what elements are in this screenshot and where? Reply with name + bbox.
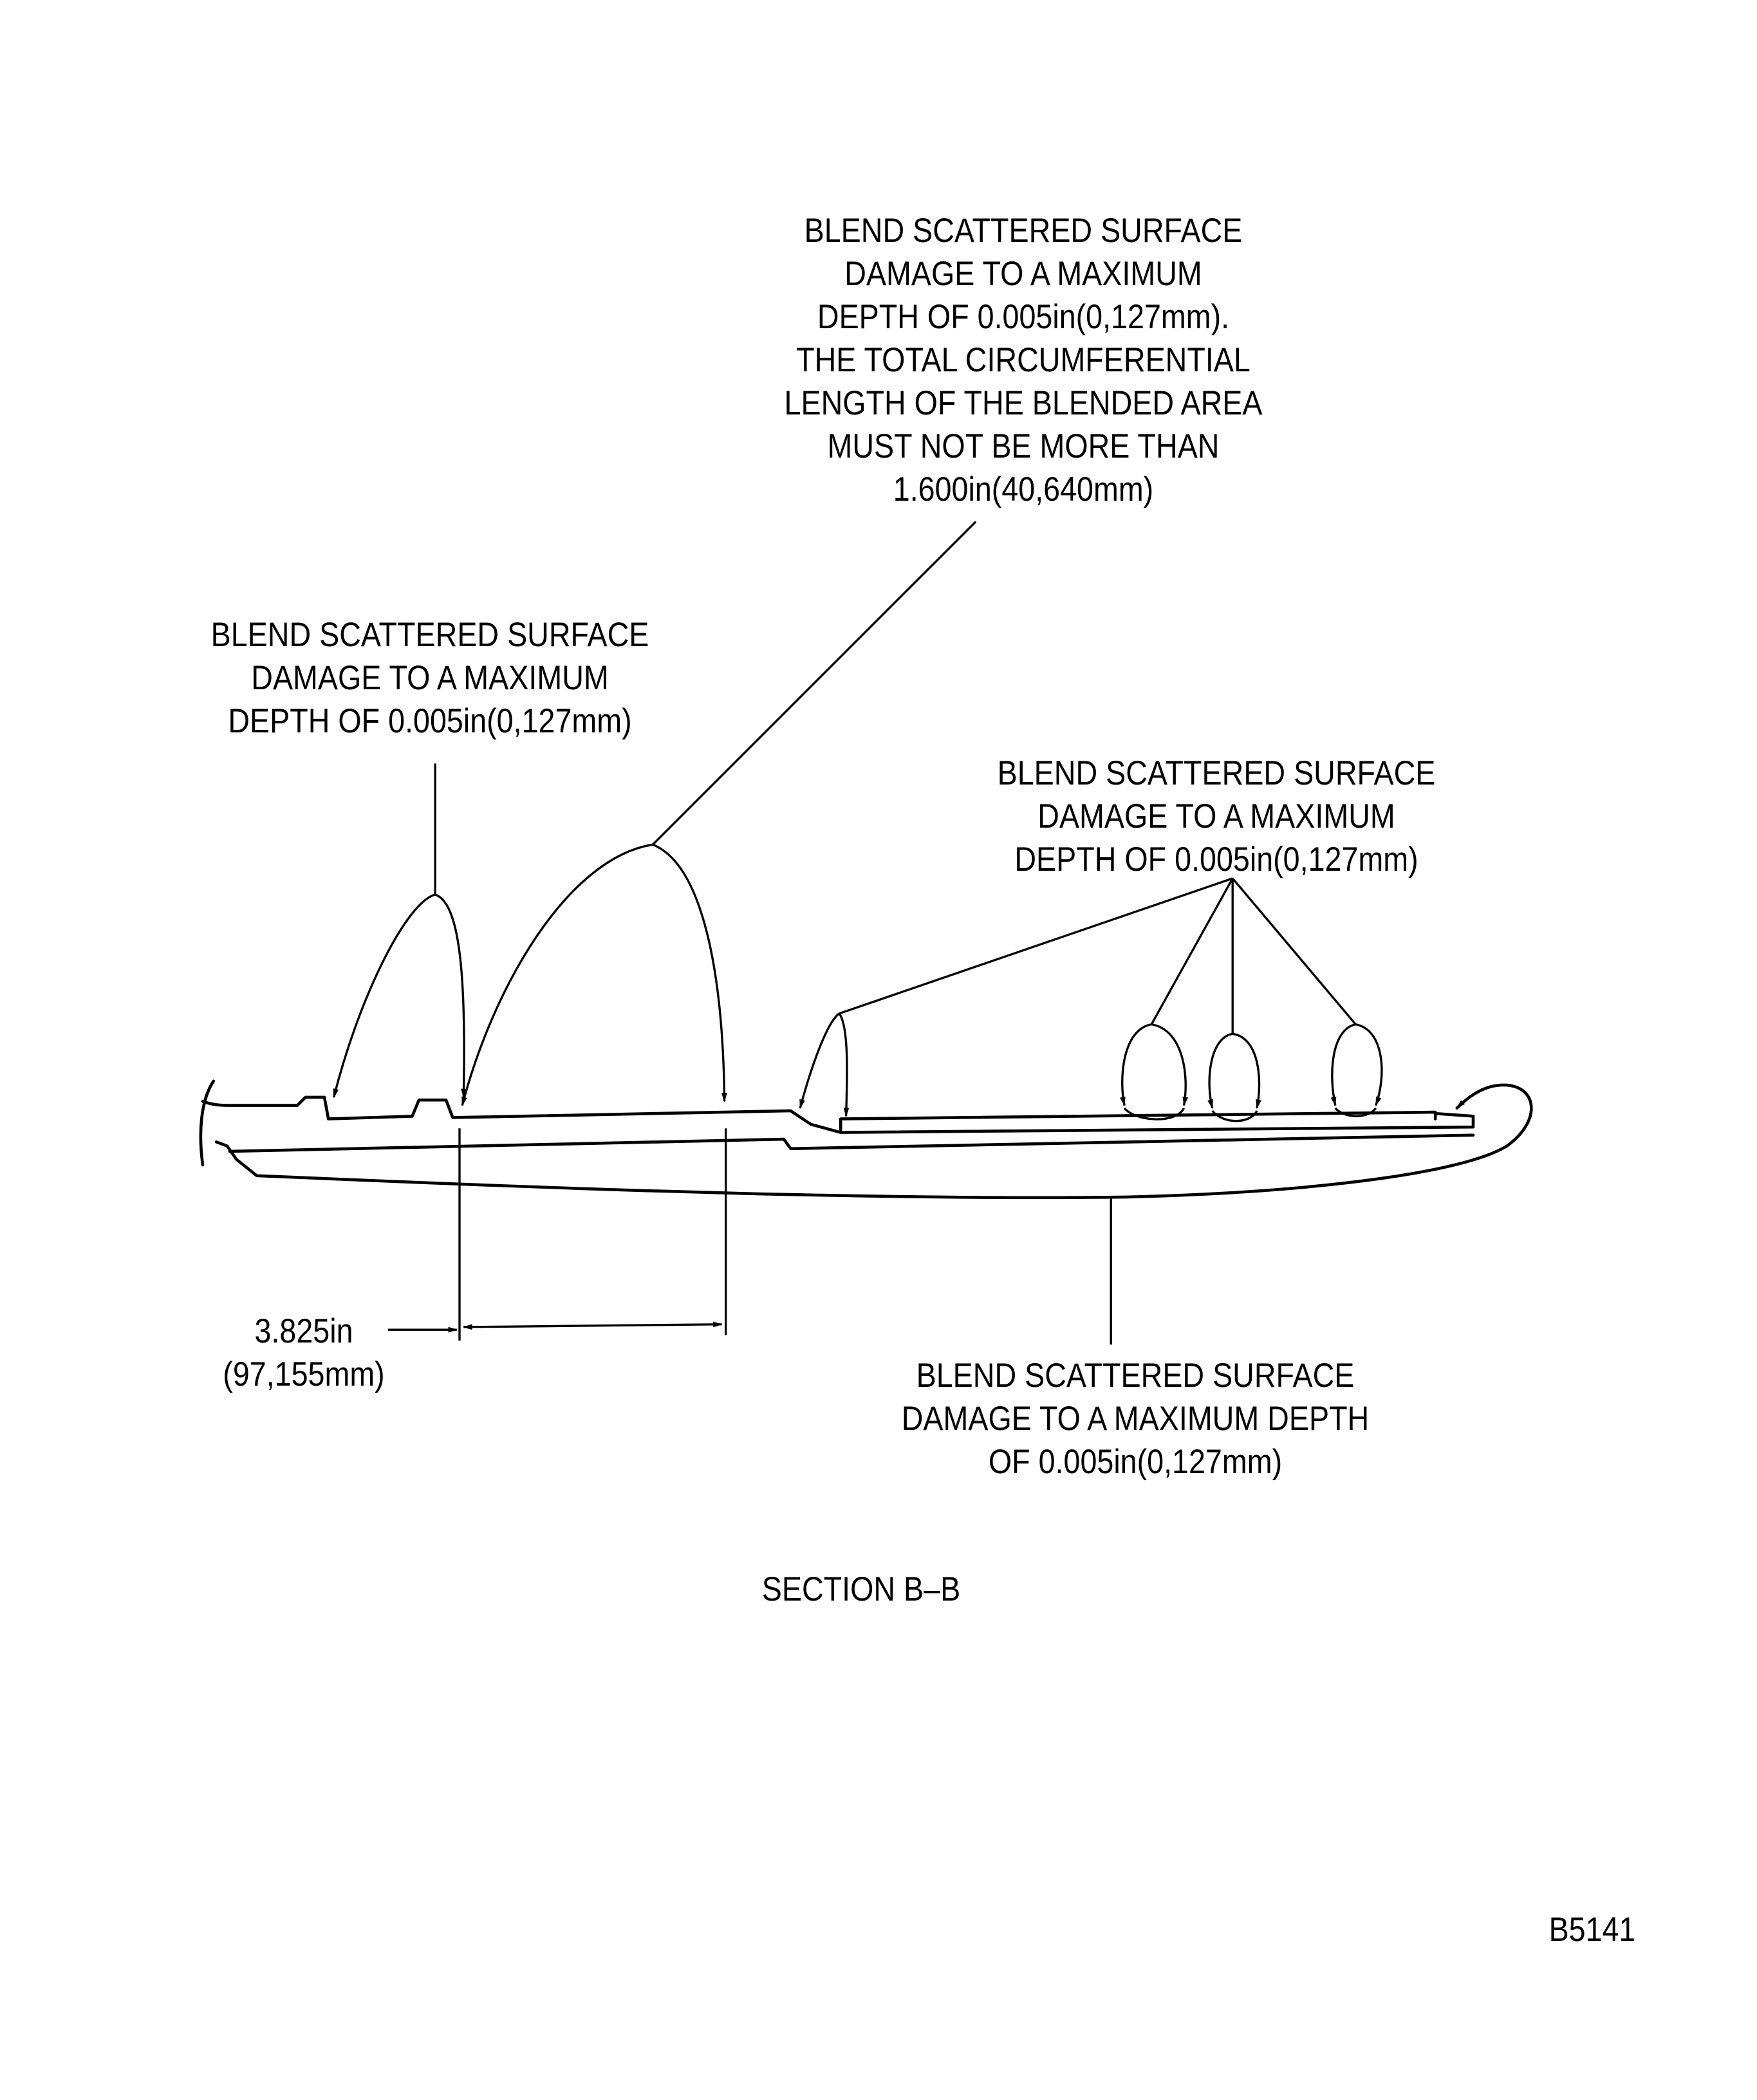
note-line: DAMAGE TO A MAXIMUM xyxy=(1037,797,1395,835)
bottom-note: BLEND SCATTERED SURFACE DAMAGE TO A MAXI… xyxy=(902,1354,1370,1483)
left-leader xyxy=(333,763,467,1099)
left-note: BLEND SCATTERED SURFACE DAMAGE TO A MAXI… xyxy=(211,613,649,743)
note-line: MUST NOT BE MORE THAN xyxy=(827,427,1220,465)
part-outline xyxy=(199,1079,1533,1200)
note-line: BLEND SCATTERED SURFACE xyxy=(804,212,1243,250)
dimension-inches: 3.825in xyxy=(254,1312,353,1350)
note-line: BLEND SCATTERED SURFACE xyxy=(997,754,1436,792)
dimension-mm: (97,155mm) xyxy=(223,1355,385,1393)
note-line: BLEND SCATTERED SURFACE xyxy=(916,1357,1355,1395)
note-line: BLEND SCATTERED SURFACE xyxy=(210,616,649,654)
dimension-lines xyxy=(387,1128,727,1341)
dimension-label: 3.825in (97,155mm) xyxy=(223,1310,384,1396)
top-note: BLEND SCATTERED SURFACE DAMAGE TO A MAXI… xyxy=(785,209,1263,511)
note-line: DEPTH OF 0.005in(0,127mm) xyxy=(228,702,632,740)
note-line: DAMAGE TO A MAXIMUM xyxy=(844,255,1202,293)
right-leader xyxy=(799,877,1383,1122)
note-line: LENGTH OF THE BLENDED AREA xyxy=(784,384,1263,422)
note-line: THE TOTAL CIRCUMFERENTIAL xyxy=(796,341,1250,379)
top-leader xyxy=(461,521,977,1107)
note-line: DAMAGE TO A MAXIMUM xyxy=(251,659,609,697)
note-line: OF 0.005in(0,127mm) xyxy=(988,1443,1283,1481)
note-line: DAMAGE TO A MAXIMUM DEPTH xyxy=(901,1400,1370,1438)
figure-id: B5141 xyxy=(1548,1911,1636,1949)
section-label: SECTION B–B xyxy=(761,1570,961,1608)
note-line: DEPTH OF 0.005in(0,127mm). xyxy=(817,298,1230,336)
right-note: BLEND SCATTERED SURFACE DAMAGE TO A MAXI… xyxy=(998,752,1436,881)
note-line: 1.600in(40,640mm) xyxy=(893,470,1154,508)
note-line: DEPTH OF 0.005in(0,127mm) xyxy=(1014,841,1418,878)
